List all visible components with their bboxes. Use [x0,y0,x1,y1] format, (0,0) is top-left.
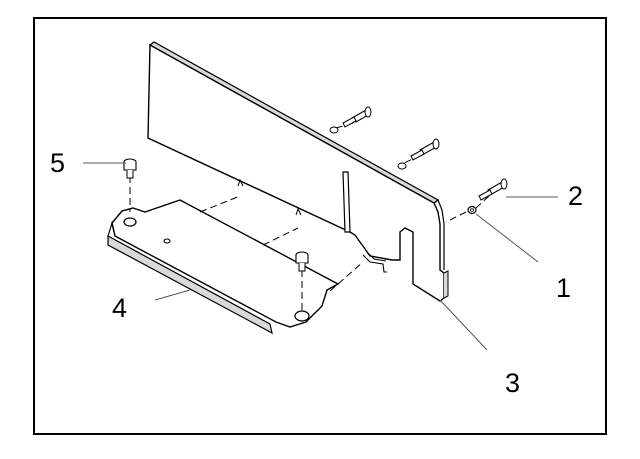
washer-part-1 [467,205,477,215]
callout-5: 5 [50,148,66,178]
callout-1: 1 [556,273,572,303]
callout-3: 3 [505,368,521,398]
screw-middle [397,138,440,170]
base-plate [107,178,340,335]
callout-2: 2 [568,181,584,211]
leader-lines [83,162,558,351]
screw-base [295,251,309,272]
screw-part-5 [123,158,137,179]
assembly-lines [129,122,490,310]
screw-upper [329,106,372,134]
guard-plate [147,41,449,302]
screw-part-2 [478,178,508,201]
callout-4: 4 [112,293,128,323]
